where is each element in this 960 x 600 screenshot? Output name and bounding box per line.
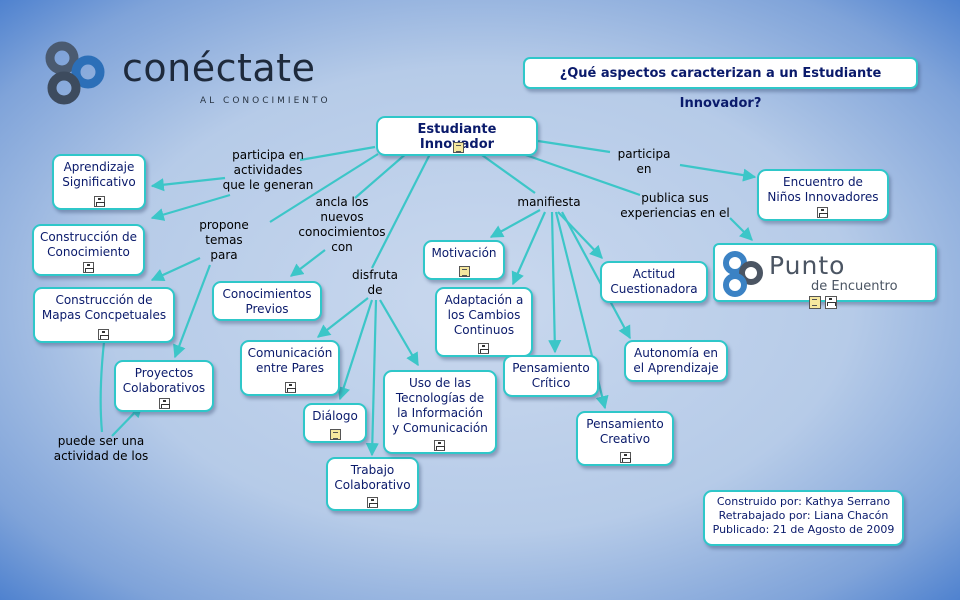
punto-encuentro-logo-icon [723,251,763,297]
concept-proyectos-colaborativos[interactable]: Proyectos Colaborativos [114,360,214,412]
link-line [561,211,631,340]
credits-box: Construido por: Kathya Serrano Retrabaja… [703,490,904,546]
link-line [537,139,611,154]
concept-map-link-icon[interactable] [98,329,109,340]
concept-label: Construcción de Mapas Concpetuales [41,293,167,322]
linking-phrase: publica sus experiencias en el [620,191,730,220]
concept-label: Pensamiento Crítico [512,361,590,390]
concept-aprendizaje-significativo[interactable]: Aprendizaje Significativo [52,154,146,210]
link-line [511,211,547,286]
concept-label: Autonomía en el Aprendizaje [633,346,719,375]
concept-motivacion[interactable]: Motivación [423,240,505,280]
link-line [150,176,226,192]
link-line [354,151,409,199]
concept-label: Comunicación entre Pares [247,346,333,375]
concept-construccion-mapas[interactable]: Construcción de Mapas Concpetuales [33,287,175,343]
punto-subtitle: de Encuentro [811,279,898,294]
document-icon[interactable] [330,429,341,440]
link-line [299,145,376,162]
chain-link-icon [45,41,105,105]
linking-phrase: ancla los nuevos conocimientos con [298,195,386,254]
concept-map-link-icon[interactable] [620,452,631,463]
linking-phrase: propone temas para [199,218,249,262]
concept-label: Proyectos Colaborativos [122,366,206,395]
document-icon[interactable] [809,296,821,309]
concept-pensamiento-critico[interactable]: Pensamiento Crítico [503,355,599,397]
concept-uso-tecnologias[interactable]: Uso de las Tecnologías de la Información… [383,370,497,454]
concept-dialogo[interactable]: Diálogo [303,403,367,443]
focus-question-text: ¿Qué aspectos caracterizan a un Estudian… [559,66,882,111]
linking-phrase: participa en [617,147,671,176]
link-line [379,299,419,367]
concept-label: Conocimientos Previos [222,287,312,316]
concept-label: Encuentro de Niños Innovadores [767,175,879,204]
link-line [289,249,326,277]
focus-question: ¿Qué aspectos caracterizan a un Estudian… [523,57,918,111]
link-line [337,299,374,401]
concept-map-link-icon[interactable] [285,382,296,393]
document-icon[interactable] [459,266,470,277]
concept-map-link-icon[interactable] [159,398,170,409]
concept-label: Construcción de Conocimiento [39,230,138,259]
concept-map-link-icon[interactable] [478,343,489,354]
concept-map-link-icon[interactable] [367,497,378,508]
concept-label: Actitud Cuestionadora [610,267,698,296]
logo-subtitle: AL CONOCIMIENTO [200,96,331,106]
concept-label: Pensamiento Creativo [586,417,664,446]
link-line [729,217,753,241]
concept-map-link-icon[interactable] [83,262,94,273]
concept-label: Diálogo [312,409,358,423]
concept-label: Trabajo Colaborativo [334,463,411,492]
logo-title: conéctate [122,46,316,90]
concept-estudiante-innovador[interactable]: Estudiante Innovador [376,116,538,156]
concept-map-link-icon[interactable] [817,207,828,218]
link-line [679,163,757,182]
link-line [371,153,431,269]
concept-label: Uso de las Tecnologías de la Información… [392,376,488,435]
concept-autonomia[interactable]: Autonomía en el Aprendizaje [624,340,728,382]
link-line [173,264,212,359]
link-line [489,209,541,238]
link-line [150,257,201,282]
concept-comunicacion-pares[interactable]: Comunicación entre Pares [240,340,340,396]
linking-phrase: puede ser una actividad de los [53,434,149,463]
link-line [365,299,379,457]
concept-label: Adaptación a los Cambios Continuos [444,293,524,337]
concept-adaptacion[interactable]: Adaptación a los Cambios Continuos [435,287,533,357]
concept-map-link-icon[interactable] [434,440,445,451]
conectate-logo: conéctate AL CONOCIMIENTO [40,38,360,113]
credits-reworked-by: Retrabajado por: Liana Chacón [718,509,889,522]
link-line [474,149,536,194]
credits-built-by: Construido por: Kathya Serrano [716,495,891,508]
linking-phrase: participa en actividades que le generan [222,148,314,192]
link-line [548,211,562,354]
concept-conocimientos-previos[interactable]: Conocimientos Previos [212,281,322,321]
link-line [269,153,379,223]
link-line [316,297,369,338]
linking-phrase: disfruta de [351,268,399,297]
credits-published: Publicado: 21 de Agosto de 2009 [712,523,895,536]
link-line [150,193,231,221]
concept-label: Aprendizaje Significativo [62,160,136,189]
concept-punto-de-encuentro[interactable]: Punto de Encuentro [713,243,937,302]
concept-map-link-icon[interactable] [94,196,105,207]
linking-phrase: manifiesta [517,195,581,209]
concept-pensamiento-creativo[interactable]: Pensamiento Creativo [576,411,674,466]
document-icon[interactable] [453,142,464,153]
concept-encuentro-ninos[interactable]: Encuentro de Niños Innovadores [757,169,889,221]
concept-trabajo-colaborativo[interactable]: Trabajo Colaborativo [326,457,419,511]
concept-actitud-cuestionadora[interactable]: Actitud Cuestionadora [600,261,708,303]
concept-map-link-icon[interactable] [825,296,837,309]
link-line [99,341,106,433]
punto-title: Punto [769,251,846,280]
concept-label: Motivación [431,246,497,260]
link-line [519,151,641,197]
concept-construccion-conocimiento[interactable]: Construcción de Conocimiento [32,224,145,276]
